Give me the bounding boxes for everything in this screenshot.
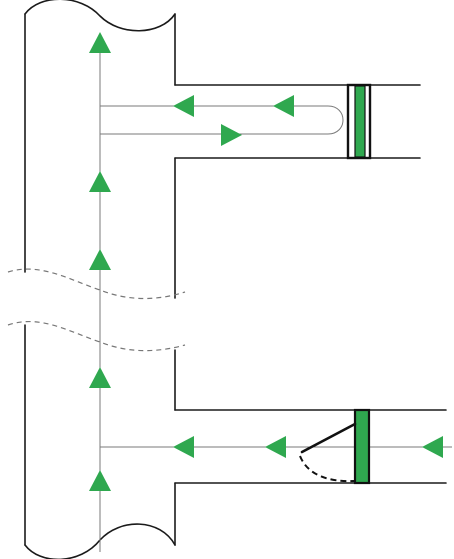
check-flap-swing-arc bbox=[299, 455, 355, 483]
pipe-break-line-upper bbox=[7, 268, 186, 300]
triangle-up-icon bbox=[89, 249, 111, 270]
flow-arrows bbox=[89, 32, 443, 491]
triangle-up-icon bbox=[89, 171, 111, 192]
lower-damper-blade bbox=[353, 408, 371, 485]
triangle-up-icon bbox=[89, 470, 111, 491]
triangle-left-icon bbox=[173, 436, 194, 458]
triangle-up-icon bbox=[89, 32, 111, 53]
upper-flow-loop-line bbox=[100, 105, 344, 135]
vertical-pipe-lower bbox=[7, 321, 186, 559]
check-flap bbox=[300, 422, 357, 454]
upper-damper-blade bbox=[354, 85, 366, 158]
vertical-pipe-upper bbox=[7, 0, 186, 300]
triangle-right-icon bbox=[221, 124, 242, 146]
pipe-top-opening bbox=[24, 0, 176, 32]
triangle-left-icon bbox=[173, 95, 194, 117]
lower-branch-duct bbox=[100, 408, 452, 485]
upper-branch-duct bbox=[100, 83, 421, 160]
triangle-left-icon bbox=[273, 95, 294, 117]
triangle-left-icon bbox=[422, 436, 443, 458]
triangle-up-icon bbox=[89, 367, 111, 388]
pipe-break-line-lower bbox=[7, 321, 186, 352]
triangle-left-icon bbox=[265, 436, 286, 458]
